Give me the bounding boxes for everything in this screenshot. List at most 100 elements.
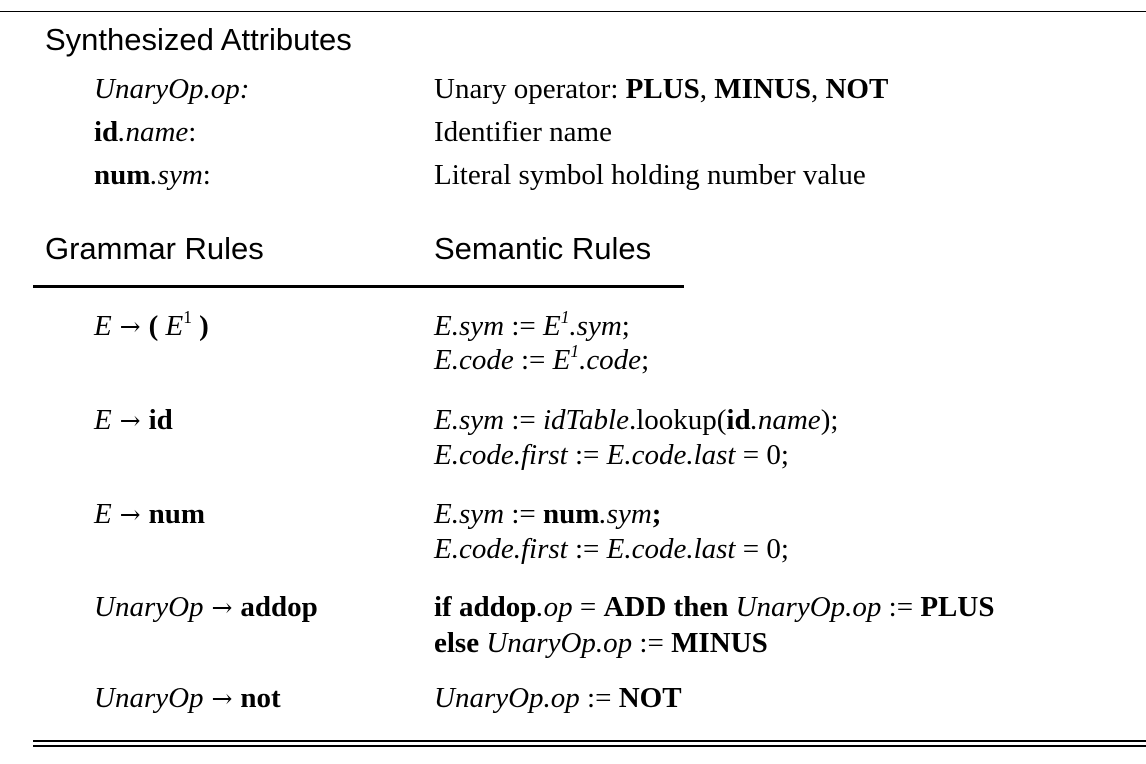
arrow-symbol: → bbox=[203, 593, 241, 622]
text-run: .sym bbox=[599, 498, 652, 530]
text-run: := bbox=[881, 591, 921, 623]
semantic-rule-line: UnaryOp.op := NOT bbox=[434, 681, 682, 715]
text-run: .name bbox=[118, 116, 189, 148]
text-run: : bbox=[239, 73, 250, 105]
semantic-rule-line: E.sym := num.sym; bbox=[434, 497, 661, 531]
attribute-name: num.sym: bbox=[94, 158, 211, 192]
text-run: ); bbox=[820, 404, 839, 436]
text-run: num bbox=[543, 498, 600, 530]
text-run: id bbox=[726, 404, 751, 436]
text-run: .op bbox=[536, 591, 573, 623]
text-run: Literal symbol holding number value bbox=[434, 159, 866, 191]
text-run: ( bbox=[148, 310, 166, 342]
text-run: ADD then bbox=[603, 591, 736, 623]
grammar-production: E → num bbox=[94, 497, 205, 532]
text-run: ; bbox=[621, 310, 630, 342]
header-underline bbox=[33, 285, 684, 288]
text-run: := bbox=[567, 439, 607, 471]
semantic-rule-line: E.sym := idTable.lookup(id.name); bbox=[434, 403, 838, 437]
text-run: E.code.last bbox=[606, 439, 736, 471]
text-run: E.code.last bbox=[606, 533, 736, 565]
attribute-desc: Unary operator: PLUS, MINUS, NOT bbox=[434, 72, 888, 106]
text-run: E.code bbox=[434, 344, 514, 376]
text-run: := bbox=[504, 404, 543, 436]
text-run: ) bbox=[191, 310, 209, 342]
text-run: UnaryOp bbox=[94, 591, 204, 623]
text-run: : bbox=[202, 159, 211, 191]
bottom-rule-2 bbox=[33, 745, 1146, 747]
arrow-symbol: → bbox=[111, 312, 149, 341]
text-run: PLUS bbox=[625, 73, 700, 105]
grammar-production: E → id bbox=[94, 403, 173, 438]
text-run: UnaryOp.op bbox=[486, 627, 633, 659]
text-run: := bbox=[632, 627, 672, 659]
text-run: .sym bbox=[569, 310, 622, 342]
synthesized-attributes-title: Synthesized Attributes bbox=[45, 22, 352, 57]
text-run: not bbox=[240, 682, 281, 714]
text-run: := bbox=[513, 344, 553, 376]
text-run: .name bbox=[750, 404, 821, 436]
semantic-rule-line: E.code.first := E.code.last = 0; bbox=[434, 438, 789, 472]
text-run: NOT bbox=[825, 73, 889, 105]
attribute-desc: Identifier name bbox=[434, 115, 612, 149]
arrow-symbol: → bbox=[203, 684, 241, 713]
text-run: MINUS bbox=[671, 627, 768, 659]
text-run: UnaryOp.op bbox=[735, 591, 882, 623]
text-run: , bbox=[810, 73, 826, 105]
text-run: E.sym bbox=[434, 310, 505, 342]
semantic-rule-line: else UnaryOp.op := MINUS bbox=[434, 626, 768, 660]
text-run: E.code.first bbox=[434, 439, 568, 471]
text-run: MINUS bbox=[714, 73, 811, 105]
semantic-rule-line: if addop.op = ADD then UnaryOp.op := PLU… bbox=[434, 590, 994, 624]
attribute-desc: Literal symbol holding number value bbox=[434, 158, 866, 192]
text-run: num bbox=[148, 498, 205, 530]
text-run: id bbox=[148, 404, 173, 436]
grammar-production: UnaryOp → not bbox=[94, 681, 281, 716]
grammar-production: E → ( E1 ) bbox=[94, 306, 209, 344]
semantic-rules-header: Semantic Rules bbox=[434, 231, 652, 266]
text-run: UnaryOp.op bbox=[434, 682, 580, 714]
bottom-rule-1 bbox=[33, 740, 1146, 742]
text-run: E bbox=[94, 404, 112, 436]
text-run: E bbox=[94, 310, 112, 342]
text-run: E.sym bbox=[434, 404, 505, 436]
text-run: E bbox=[165, 310, 184, 342]
text-run: := bbox=[504, 310, 543, 342]
text-run: := bbox=[504, 498, 543, 530]
text-run: num bbox=[94, 159, 151, 191]
text-run: E.sym bbox=[434, 498, 505, 530]
text-run: = 0; bbox=[735, 439, 789, 471]
text-run: 1 bbox=[560, 306, 570, 327]
grammar-rules-header: Grammar Rules bbox=[45, 231, 264, 266]
text-run: UnaryOp bbox=[94, 682, 204, 714]
text-run: E bbox=[94, 498, 112, 530]
text-run: Unary operator: bbox=[434, 73, 626, 105]
arrow-symbol: → bbox=[111, 500, 149, 529]
text-run: idTable bbox=[543, 404, 629, 436]
text-run: E.code.first bbox=[434, 533, 568, 565]
text-run: addop bbox=[240, 591, 318, 623]
text-run: .lookup( bbox=[628, 404, 727, 436]
text-run: ; bbox=[641, 344, 650, 376]
grammar-production: UnaryOp → addop bbox=[94, 590, 318, 625]
text-run: E bbox=[552, 344, 571, 376]
text-run: , bbox=[699, 73, 715, 105]
text-run: = 0; bbox=[735, 533, 789, 565]
text-run: Identifier name bbox=[434, 116, 612, 148]
text-run: := bbox=[579, 682, 619, 714]
top-rule bbox=[0, 11, 1146, 12]
text-run: 1 bbox=[183, 306, 192, 327]
text-run: id bbox=[94, 116, 119, 148]
attribute-name: id.name: bbox=[94, 115, 196, 149]
attribute-name: UnaryOp.op: bbox=[94, 72, 249, 106]
text-run: = bbox=[572, 591, 604, 623]
text-run: else bbox=[434, 627, 487, 659]
text-run: .sym bbox=[150, 159, 203, 191]
text-run: 1 bbox=[570, 340, 580, 361]
arrow-symbol: → bbox=[111, 406, 149, 435]
text-run: if addop bbox=[434, 591, 537, 623]
semantic-rule-line: E.code := E1.code; bbox=[434, 340, 650, 377]
text-run: .code bbox=[579, 344, 642, 376]
text-run: : bbox=[188, 116, 197, 148]
text-run: UnaryOp.op bbox=[94, 73, 240, 105]
